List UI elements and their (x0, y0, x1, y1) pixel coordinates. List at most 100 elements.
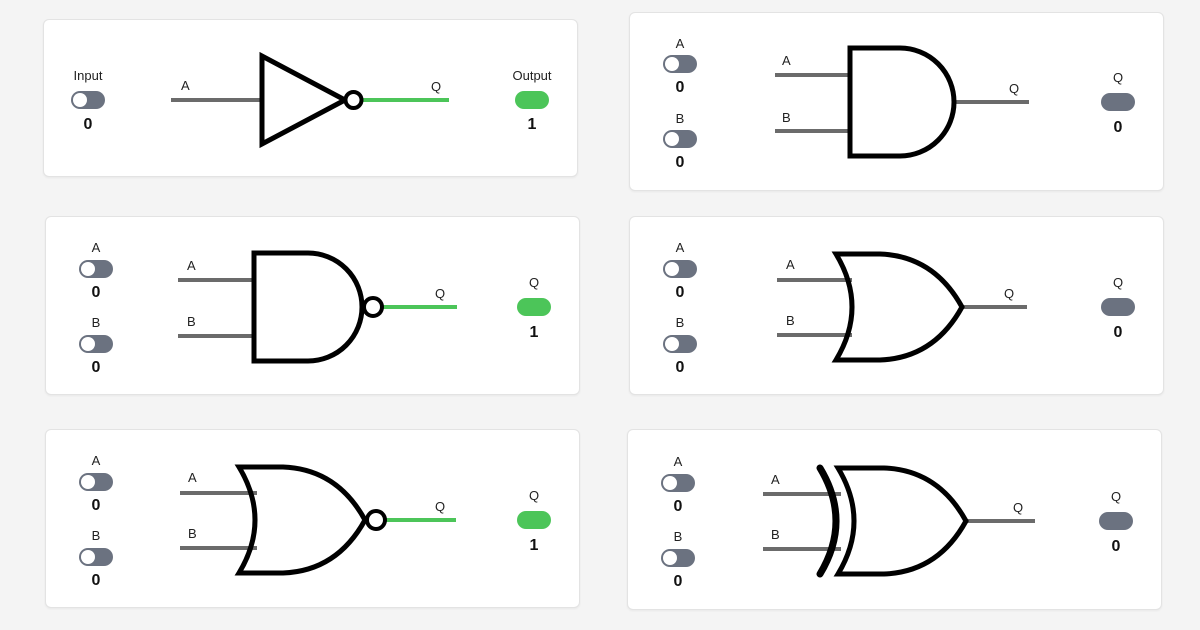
input-a-value: 0 (91, 497, 101, 514)
pin-a-label: A (782, 53, 791, 68)
input-a-label: A (673, 454, 683, 469)
inverter-bubble (362, 296, 384, 318)
and-gate-body (847, 45, 957, 159)
pin-q-label: Q (1009, 81, 1019, 96)
nand-gate-body (251, 250, 365, 364)
output-q-label: Q (528, 275, 540, 290)
input-a-label: A (91, 240, 101, 255)
pin-b-label: B (771, 527, 780, 542)
input-a-toggle[interactable] (79, 260, 113, 278)
input-b-label: B (91, 528, 101, 543)
input-b-toggle[interactable] (79, 335, 113, 353)
output-value: 0 (1113, 324, 1123, 341)
nor-gate-card (45, 429, 580, 608)
pin-b-label: B (786, 313, 795, 328)
xor-gate-body (833, 465, 969, 577)
input-b-toggle[interactable] (79, 548, 113, 566)
output-indicator (517, 511, 551, 529)
pin-a-label: A (786, 257, 795, 272)
input-b-value: 0 (91, 359, 101, 376)
input-a-toggle[interactable] (71, 91, 105, 109)
pin-q-label: Q (435, 499, 445, 514)
input-a-value: 0 (673, 498, 683, 515)
toggle-knob (665, 57, 679, 71)
output-q-label: Q (1112, 275, 1124, 290)
pin-a-label: A (181, 78, 190, 93)
input-b-label: B (675, 111, 685, 126)
input-b-value: 0 (675, 154, 685, 171)
or-gate-body (831, 251, 965, 363)
pin-a-label: A (188, 470, 197, 485)
pin-b-label: B (187, 314, 196, 329)
output-value: 1 (529, 537, 539, 554)
input-b-toggle[interactable] (661, 549, 695, 567)
pin-b-label: B (188, 526, 197, 541)
input-label: Input (73, 68, 103, 83)
xor-gate-card (627, 429, 1162, 610)
input-a-label: A (675, 36, 685, 51)
input-b-label: B (675, 315, 685, 330)
pin-q-label: Q (1004, 286, 1014, 301)
toggle-knob (665, 262, 679, 276)
toggle-knob (81, 262, 95, 276)
input-a-toggle[interactable] (79, 473, 113, 491)
not-gate-card (43, 19, 578, 177)
inverter-bubble (343, 90, 364, 110)
toggle-knob (663, 551, 677, 565)
input-a-toggle[interactable] (663, 260, 697, 278)
output-indicator (517, 298, 551, 316)
toggle-knob (665, 337, 679, 351)
input-value: 0 (83, 116, 93, 133)
input-a-toggle[interactable] (661, 474, 695, 492)
input-b-label: B (673, 529, 683, 544)
toggle-knob (663, 476, 677, 490)
output-q-label: Q (1110, 489, 1122, 504)
input-b-label: B (91, 315, 101, 330)
output-value: 1 (529, 324, 539, 341)
input-b-toggle[interactable] (663, 130, 697, 148)
nand-gate-card (45, 216, 580, 395)
output-value: 0 (1111, 538, 1121, 555)
input-a-label: A (91, 453, 101, 468)
pin-a-label: A (771, 472, 780, 487)
input-b-value: 0 (675, 359, 685, 376)
inverter-bubble (365, 509, 387, 531)
toggle-knob (665, 132, 679, 146)
toggle-knob (73, 93, 87, 107)
output-indicator (515, 91, 549, 109)
nor-gate-body (234, 464, 368, 576)
input-a-toggle[interactable] (663, 55, 697, 73)
input-b-value: 0 (91, 572, 101, 589)
output-label: Output (512, 68, 552, 83)
pin-q-label: Q (435, 286, 445, 301)
pin-q-label: Q (1013, 500, 1023, 515)
toggle-knob (81, 337, 95, 351)
output-indicator (1101, 298, 1135, 316)
input-a-value: 0 (675, 284, 685, 301)
not-gate-body (259, 51, 351, 149)
output-q-label: Q (1112, 70, 1124, 85)
toggle-knob (81, 550, 95, 564)
or-gate-card (629, 216, 1164, 395)
xor-back-curve (816, 464, 840, 578)
input-a-label: A (675, 240, 685, 255)
input-a-value: 0 (91, 284, 101, 301)
input-b-value: 0 (673, 573, 683, 590)
pin-b-label: B (782, 110, 791, 125)
toggle-knob (81, 475, 95, 489)
output-indicator (1101, 93, 1135, 111)
input-b-toggle[interactable] (663, 335, 697, 353)
output-value: 0 (1113, 119, 1123, 136)
output-value: 1 (527, 116, 537, 133)
pin-q-label: Q (431, 79, 441, 94)
input-a-value: 0 (675, 79, 685, 96)
pin-a-label: A (187, 258, 196, 273)
output-indicator (1099, 512, 1133, 530)
and-gate-card (629, 12, 1164, 191)
